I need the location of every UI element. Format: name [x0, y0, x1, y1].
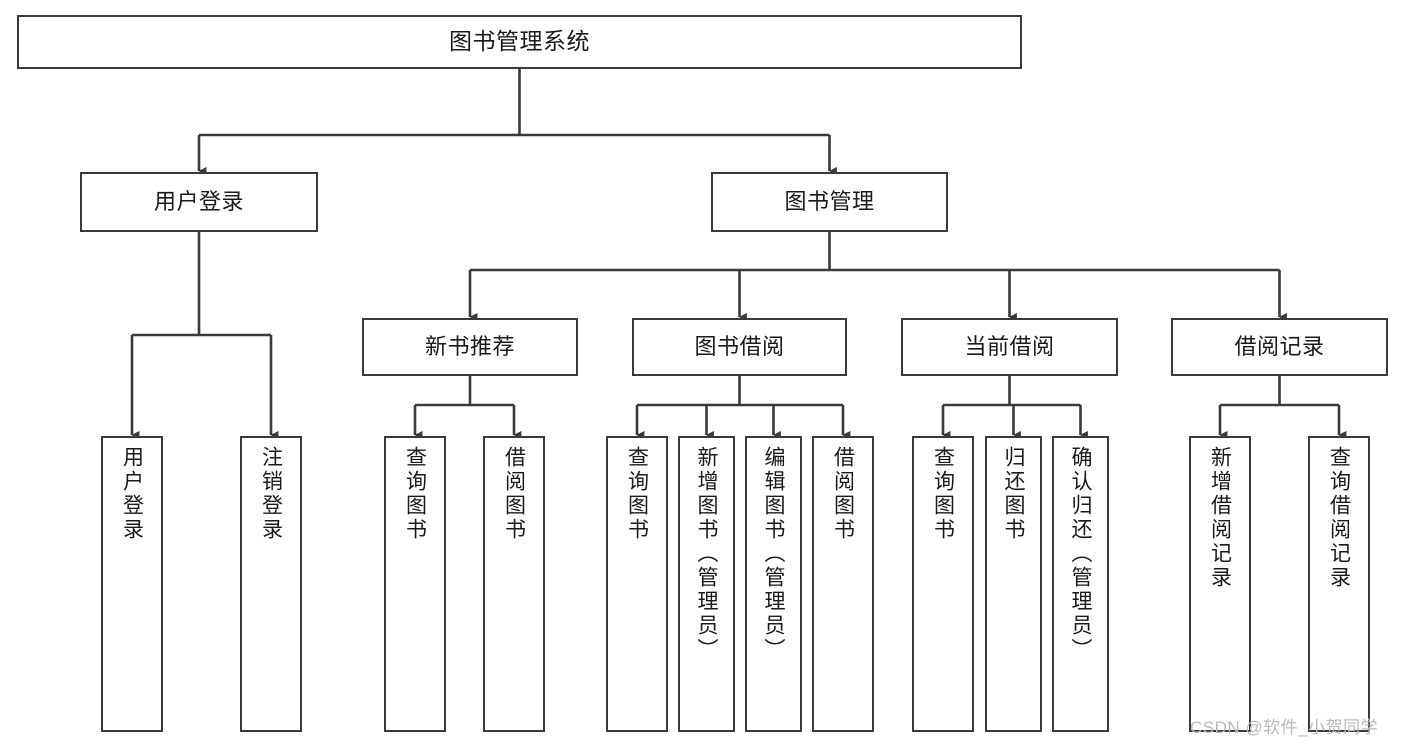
node-label-leaf-newrec-1: 查询图书 [403, 446, 427, 542]
node-borrow[interactable]: 图书借阅 [632, 318, 847, 376]
node-label-borrow: 图书借阅 [694, 334, 785, 360]
node-label-records: 借阅记录 [1234, 334, 1325, 360]
watermark-label: CSDN @软件_小贺同学 [1190, 718, 1379, 737]
node-label-leaf-current-1: 查询图书 [931, 446, 955, 542]
node-label-newrec: 新书推荐 [424, 334, 515, 360]
node-label-leaf-current-3: 确认归还（管理员） [1069, 446, 1092, 662]
node-current[interactable]: 当前借阅 [901, 318, 1118, 376]
node-label-leaf-newrec-2: 借阅图书 [502, 446, 526, 542]
node-leaf-borrow-4[interactable]: 借阅图书 [812, 436, 874, 732]
node-leaf-borrow-1[interactable]: 查询图书 [606, 436, 668, 732]
node-login[interactable]: 用户登录 [80, 172, 318, 232]
node-leaf-borrow-2[interactable]: 新增图书（管理员） [678, 436, 735, 732]
node-label-bookmgmt: 图书管理 [784, 189, 875, 215]
node-records[interactable]: 借阅记录 [1171, 318, 1388, 376]
node-label-leaf-login-2: 注销登录 [259, 446, 283, 542]
node-label-leaf-records-1: 新增借阅记录 [1208, 446, 1232, 590]
node-label-leaf-borrow-3: 编辑图书（管理员） [762, 446, 785, 662]
node-leaf-current-3[interactable]: 确认归还（管理员） [1052, 436, 1109, 732]
node-leaf-login-2[interactable]: 注销登录 [240, 436, 302, 732]
node-label-current: 当前借阅 [964, 334, 1055, 360]
node-bookmgmt[interactable]: 图书管理 [711, 172, 948, 232]
node-leaf-records-2[interactable]: 查询借阅记录 [1308, 436, 1370, 732]
node-leaf-current-1[interactable]: 查询图书 [912, 436, 974, 732]
node-root[interactable]: 图书管理系统 [17, 15, 1022, 69]
node-leaf-borrow-3[interactable]: 编辑图书（管理员） [745, 436, 802, 732]
node-leaf-newrec-2[interactable]: 借阅图书 [483, 436, 545, 732]
node-label-leaf-borrow-1: 查询图书 [625, 446, 649, 542]
node-label-leaf-borrow-2: 新增图书（管理员） [695, 446, 718, 662]
node-leaf-current-2[interactable]: 归还图书 [985, 436, 1042, 732]
node-newrec[interactable]: 新书推荐 [362, 318, 578, 376]
node-leaf-newrec-1[interactable]: 查询图书 [384, 436, 446, 732]
node-leaf-login-1[interactable]: 用户登录 [101, 436, 163, 732]
node-label-login: 用户登录 [153, 189, 244, 215]
node-label-leaf-borrow-4: 借阅图书 [831, 446, 855, 542]
node-leaf-records-1[interactable]: 新增借阅记录 [1189, 436, 1251, 732]
node-label-leaf-login-1: 用户登录 [120, 446, 144, 542]
edges-group [130, 69, 1347, 439]
node-label-leaf-records-2: 查询借阅记录 [1327, 446, 1351, 590]
node-label-root: 图书管理系统 [449, 28, 590, 55]
node-label-leaf-current-2: 归还图书 [1002, 446, 1025, 542]
